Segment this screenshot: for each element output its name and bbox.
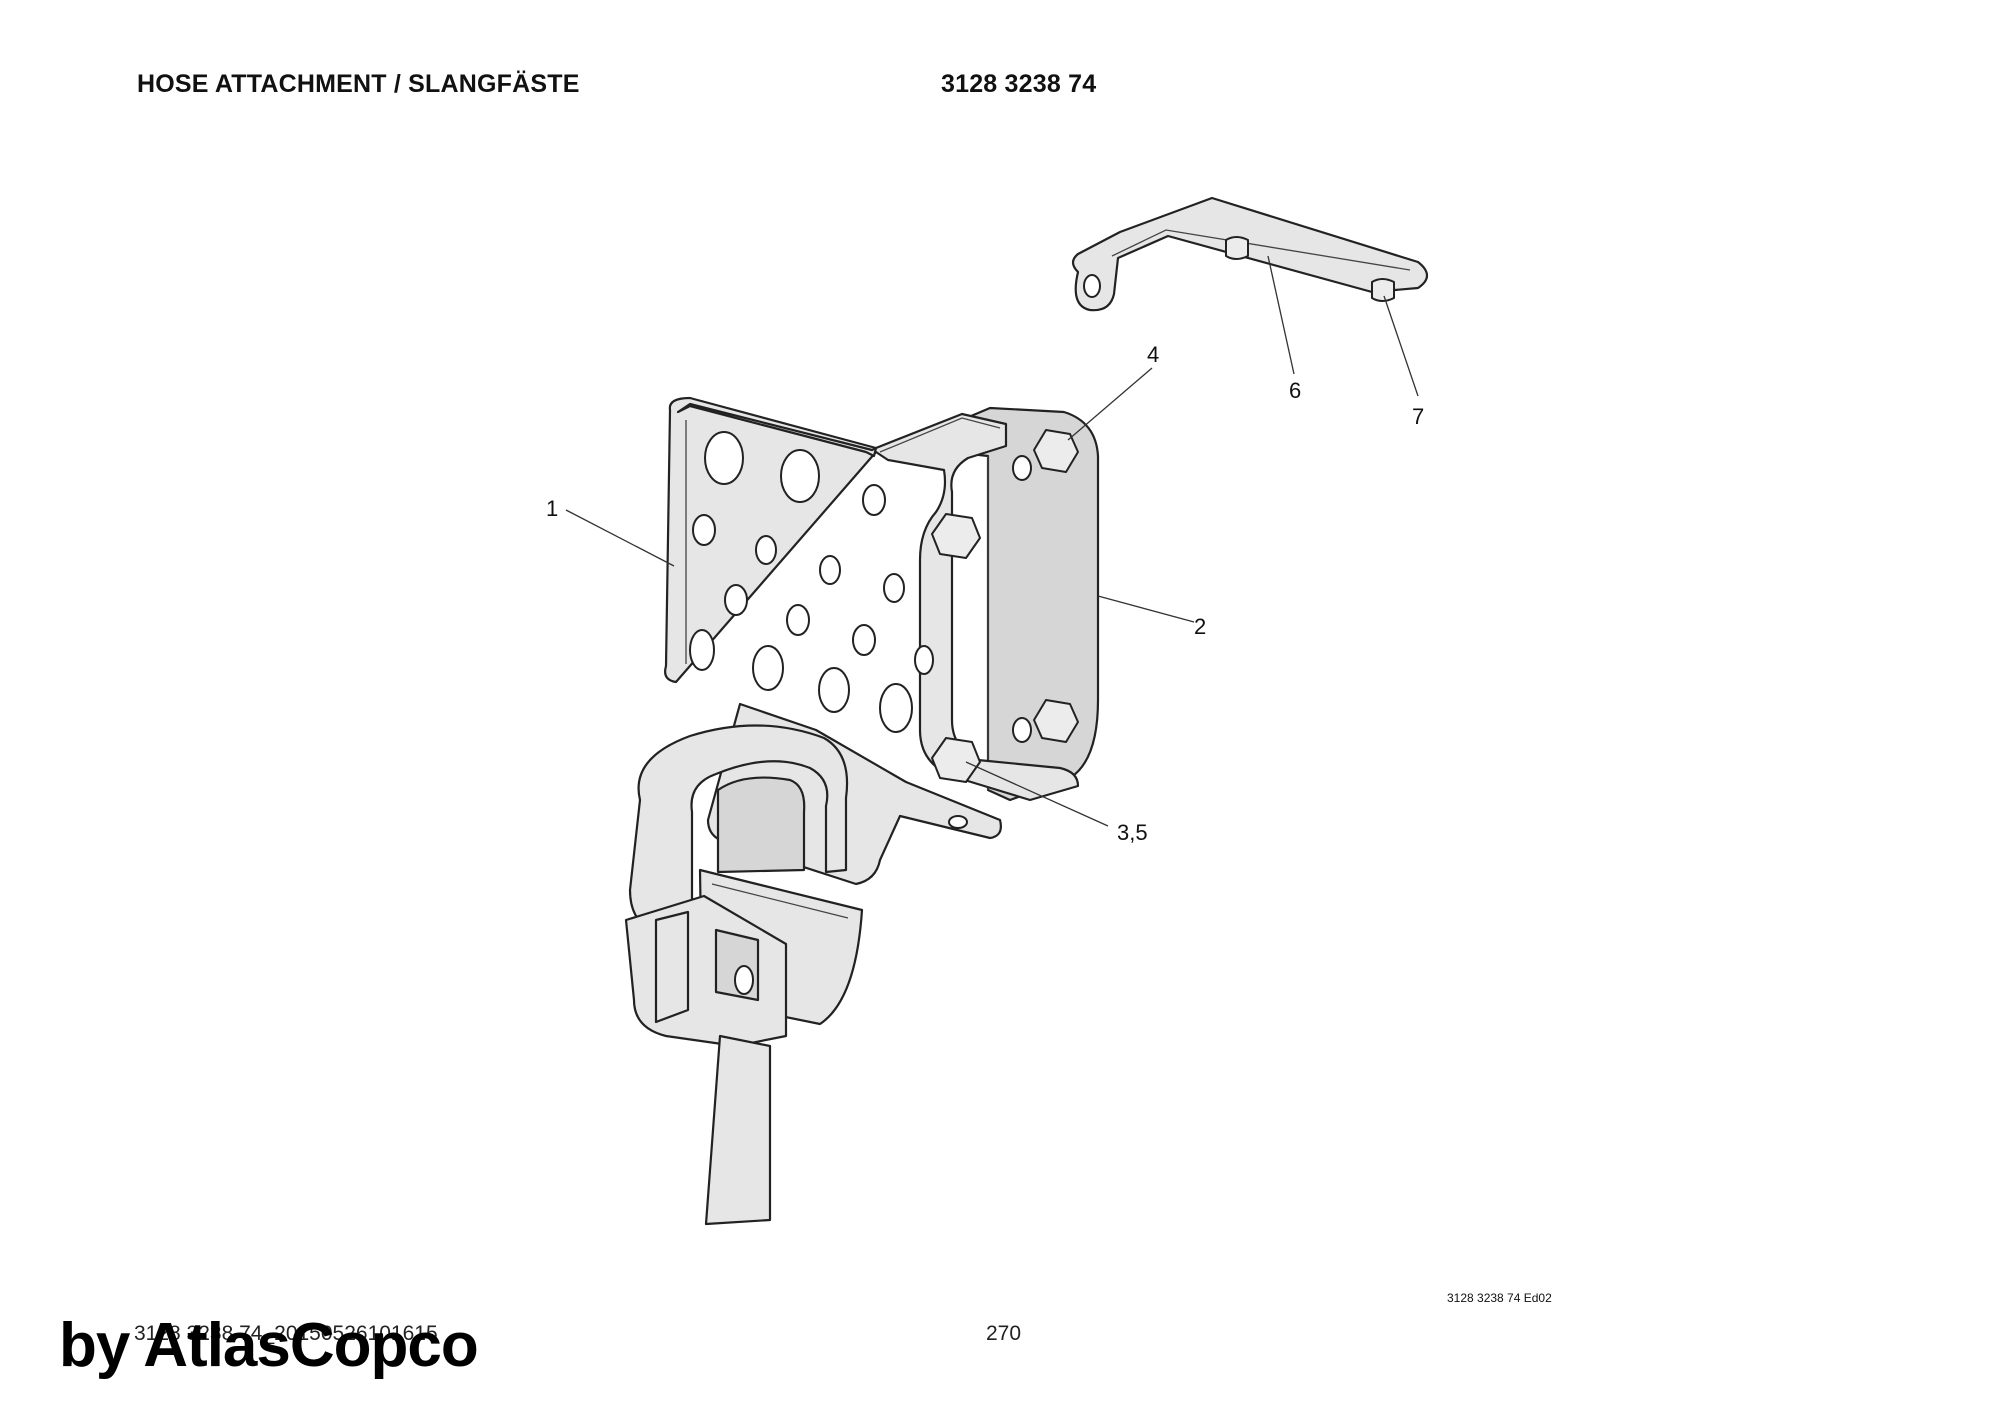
bracket-part-6 [1071, 196, 1429, 312]
part-number: 3128 3238 74 [941, 70, 1097, 98]
page-number: 270 [986, 1322, 1022, 1345]
leader-7 [1383, 295, 1419, 397]
leader-4 [1067, 367, 1153, 441]
brand-watermark: by AtlasCopco [59, 1311, 479, 1380]
leader-2 [1097, 595, 1195, 623]
callout-2: 2 [1194, 614, 1206, 639]
perforated-plate-part-1 [664, 396, 1080, 802]
callout-7: 7 [1412, 404, 1424, 429]
mounting-plate-part-2 [898, 406, 1100, 802]
callout-3-5: 3,5 [1117, 820, 1148, 845]
leader-3-5 [965, 761, 1109, 827]
callout-6: 6 [1289, 378, 1301, 403]
edition-label: 3128 3238 74 Ed02 [1447, 1291, 1552, 1305]
callout-1: 1 [546, 496, 558, 521]
leader-6 [1267, 255, 1295, 375]
leader-1 [565, 509, 675, 567]
callout-4: 4 [1147, 342, 1159, 367]
leader-lines [565, 255, 1419, 827]
document-id: 3128 3238 74_20150526101615 [134, 1322, 438, 1345]
page-title: HOSE ATTACHMENT / SLANGFÄSTE [137, 70, 580, 98]
hose-strap-clamp [624, 724, 849, 1226]
